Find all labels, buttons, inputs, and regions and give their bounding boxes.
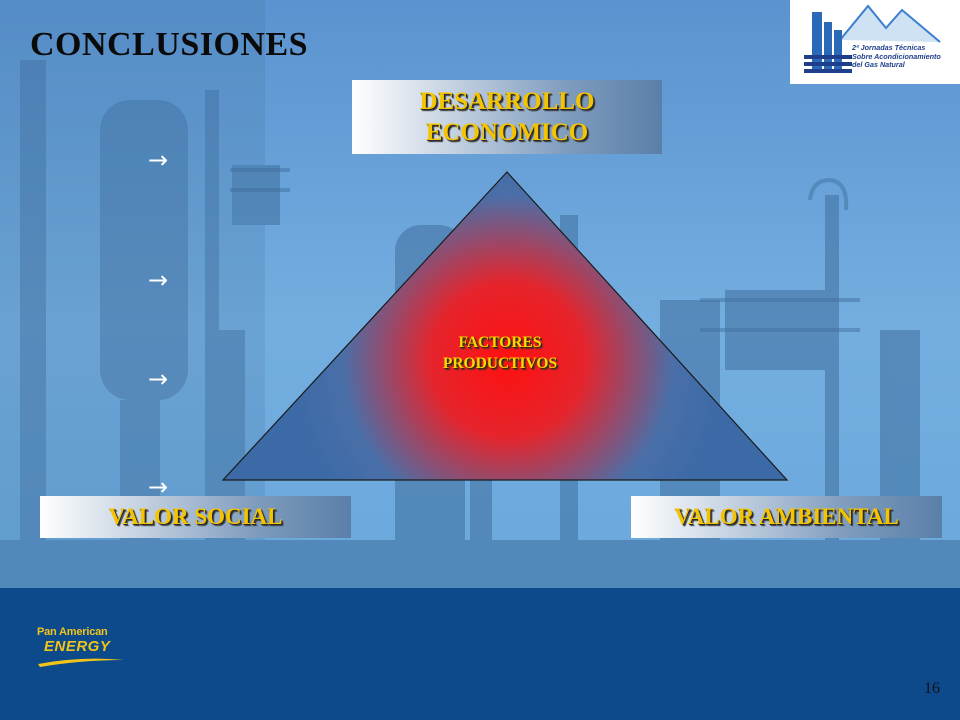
arrow-icon: →: [148, 365, 169, 393]
page-number: 16: [924, 680, 940, 697]
box-label-line: DESARROLLO: [419, 88, 595, 115]
brand-line: Pan American: [37, 626, 108, 638]
desarrollo-economico-box: DESARROLLO ECONOMICO: [352, 80, 662, 154]
event-logo-text: 2ª Jornadas Técnicas Sobre Acondicionami…: [852, 43, 956, 70]
industrial-plant-background: [0, 60, 960, 590]
slide-title: CONCLUSIONES: [30, 26, 309, 63]
footer-band: [0, 588, 960, 720]
swoosh-icon: [38, 658, 124, 667]
event-logo: 2ª Jornadas Técnicas Sobre Acondicionami…: [790, 0, 960, 84]
event-logo-line: 2ª Jornadas Técnicas: [852, 43, 926, 52]
factors-line: FACTORES: [458, 334, 542, 351]
box-label: VALOR AMBIENTAL: [674, 504, 899, 529]
box-label: VALOR SOCIAL: [108, 504, 283, 529]
factores-productivos-label: FACTORES PRODUCTIVOS: [410, 332, 590, 374]
valor-social-box: VALOR SOCIAL: [40, 496, 351, 538]
valor-ambiental-box: VALOR AMBIENTAL: [631, 496, 942, 538]
event-logo-line: del Gas Natural: [852, 60, 905, 70]
factors-line: PRODUCTIVOS: [442, 355, 558, 372]
arrow-icon: →: [148, 146, 169, 174]
factors-triangle: [221, 171, 789, 481]
box-label-line: ECONOMICO: [425, 119, 589, 146]
brand-line: ENERGY: [44, 638, 111, 655]
pan-american-energy-logo: Pan American ENERGY: [36, 624, 136, 668]
arrow-icon: →: [148, 473, 169, 501]
mountain-and-towers-icon: [804, 4, 941, 73]
arrow-icon: →: [148, 266, 169, 294]
event-logo-line: Sobre Acondicionamiento: [852, 51, 941, 61]
